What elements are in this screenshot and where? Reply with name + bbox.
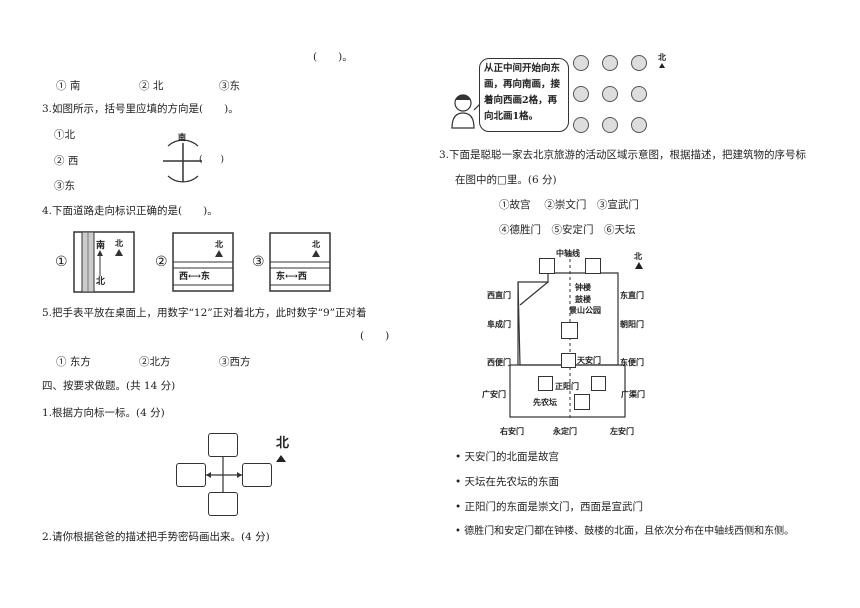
map-axis-label: 中轴线 <box>556 248 580 258</box>
buildings-row-1: ①故宫 ②崇文门 ③宣武门 <box>499 199 639 211</box>
q5-answer-bracket[interactable]: ( ) <box>360 330 390 342</box>
gate-guanganmen: 广安门 <box>482 389 506 399</box>
fig3-north-label: 北 <box>312 239 320 249</box>
s4-question-2: 2.请你根据爸爸的描述把手势密码画出来。(4 分) <box>42 531 270 543</box>
gate-yongdingmen: 永定门 <box>553 426 577 436</box>
s4-question-1: 1.根据方向标一标。(4 分) <box>42 407 165 419</box>
gate-xibianmen: 西便门 <box>487 357 511 367</box>
right-question-3-line1: 3.下面是聪聪一家去北京旅游的活动区域示意图，根据描述，把建筑物的序号标 <box>439 149 807 161</box>
cross-box-bottom[interactable] <box>208 492 238 516</box>
q3-option-c[interactable]: ③东 <box>54 180 75 192</box>
grid-north-label: 北 <box>658 52 666 62</box>
label-zhengyangmen: 正阳门 <box>555 381 579 391</box>
gate-zuoanmen: 左安门 <box>610 426 634 436</box>
map-box-south[interactable] <box>574 394 590 410</box>
label-xiannongtan: 先农坛 <box>533 397 557 407</box>
gate-xizhimen: 西直门 <box>487 290 511 300</box>
right-question-3-line2: 在图中的□里。(6 分) <box>455 174 557 186</box>
fig3-number[interactable]: ③ <box>252 254 265 270</box>
fig2-north-label: 北 <box>215 239 223 249</box>
answer-bracket[interactable]: ( )。 <box>313 51 353 63</box>
q5-option-b[interactable]: ②北方 <box>139 356 171 368</box>
fig3-road-label: 东⟷西 <box>276 272 307 282</box>
map-box-west[interactable] <box>538 376 553 391</box>
gate-dongzhimen: 东直门 <box>620 290 644 300</box>
compass-south-label: 南 <box>178 132 186 142</box>
gate-fuchengmen: 阜成门 <box>487 319 511 329</box>
clue-2: • 天坛在先农坛的东面 <box>455 476 560 488</box>
q3-option-b[interactable]: ② 西 <box>54 155 79 167</box>
clue-1: • 天安门的北面是故宫 <box>455 451 560 463</box>
clue-3: • 正阳门的东面是崇文门，西面是宣武门 <box>455 501 644 513</box>
label-tiananmen: 天安门 <box>577 355 601 365</box>
compass-bracket[interactable]: ( ) <box>199 155 225 165</box>
speech-bubble: 从正中间开始向东画，再向南画，接着向西画2格，再向北画1格。 <box>479 58 569 132</box>
cross-box-right[interactable] <box>242 463 272 487</box>
section-4-heading: 四、按要求做题。(共 14 分) <box>42 380 176 392</box>
fig2-road-label: 西⟷东 <box>179 272 210 282</box>
label-zhonglou: 钟楼 <box>575 282 591 292</box>
map-box-north-right[interactable] <box>585 258 601 274</box>
option-a[interactable]: ① 南 <box>56 80 81 92</box>
map-box-north-left[interactable] <box>539 258 555 274</box>
q5-option-a[interactable]: ① 东方 <box>56 356 91 368</box>
cross-box-left[interactable] <box>176 463 206 487</box>
q3-option-a[interactable]: ①北 <box>54 129 75 141</box>
map-north-label: 北 <box>634 251 642 261</box>
map-box-tiananmen-north[interactable] <box>561 353 576 368</box>
gate-dongbianmen: 东便门 <box>620 357 644 367</box>
fig1-number[interactable]: ① <box>55 254 68 270</box>
clue-4: • 德胜门和安定门都在钟楼、鼓楼的北面，且依次分布在中轴线西侧和东侧。 <box>455 526 795 537</box>
q5-option-c[interactable]: ③西方 <box>219 356 251 368</box>
question-3: 3.如图所示，括号里应填的方向是( )。 <box>42 103 239 115</box>
cross-box-top[interactable] <box>208 433 238 457</box>
option-c[interactable]: ③东 <box>219 80 240 92</box>
buildings-row-2: ④德胜门 ⑤安定门 ⑥天坛 <box>499 224 636 236</box>
question-5: 5.把手表平放在桌面上，用数字“12”正对着北方，此时数字“9”正对着 <box>42 307 367 319</box>
fig1-north-label: 北 <box>115 238 123 248</box>
cross-north-label: 北 <box>276 436 290 451</box>
map-box-center[interactable] <box>561 322 578 339</box>
gate-guangqumen: 广渠门 <box>621 389 645 399</box>
question-4: 4.下面道路走向标识正确的是( )。 <box>42 205 218 217</box>
fig1-road-label: 南北 <box>96 241 106 287</box>
map-box-east[interactable] <box>591 376 606 391</box>
label-jingshan-park: 景山公园 <box>569 305 601 315</box>
gate-chaoyangmen: 朝阳门 <box>620 319 644 329</box>
label-gulou: 鼓楼 <box>575 294 591 304</box>
gate-youanmen: 右安门 <box>500 426 524 436</box>
fig2-number[interactable]: ② <box>155 254 168 270</box>
option-b[interactable]: ② 北 <box>139 80 164 92</box>
